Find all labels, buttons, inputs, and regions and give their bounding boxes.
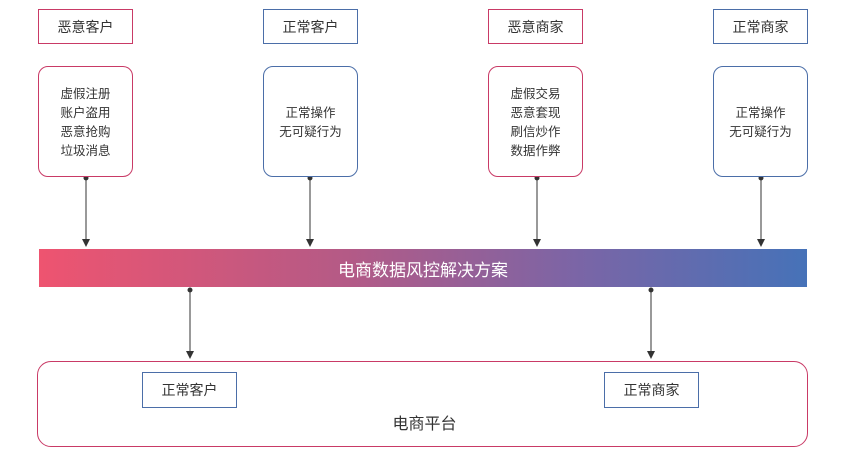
behavior-normal-customer: 正常操作 无可疑行为 — [263, 66, 358, 177]
actor-normal-merchant-label: 正常商家 — [713, 9, 808, 44]
behavior-malicious-customer: 虚假注册 账户盗用 恶意抢购 垃圾消息 — [38, 66, 133, 177]
solution-banner: 电商数据风控解决方案 — [39, 249, 807, 287]
behavior-line: 虚假注册 — [60, 85, 111, 101]
behavior-line: 刷信炒作 — [510, 123, 561, 139]
solution-label: 电商数据风控解决方案 — [338, 260, 508, 281]
actor-normal-customer-label: 正常客户 — [263, 9, 358, 44]
behavior-line: 正常操作 — [735, 104, 786, 120]
actor-malicious-merchant-label: 恶意商家 — [488, 9, 583, 44]
behavior-line: 正常操作 — [285, 104, 336, 120]
behavior-line: 账户盗用 — [60, 104, 111, 120]
platform-member-normal-customer: 正常客户 — [142, 372, 237, 408]
behavior-line: 虚假交易 — [510, 85, 561, 101]
behavior-normal-merchant: 正常操作 无可疑行为 — [713, 66, 808, 177]
behavior-line: 恶意套现 — [510, 104, 561, 120]
platform-title: 电商平台 — [392, 414, 457, 433]
behavior-line: 无可疑行为 — [729, 123, 792, 139]
behavior-line: 垃圾消息 — [60, 142, 111, 158]
behavior-line: 数据作弊 — [510, 142, 561, 158]
behavior-malicious-merchant: 虚假交易 恶意套现 刷信炒作 数据作弊 — [488, 66, 583, 177]
behavior-line: 无可疑行为 — [279, 123, 342, 139]
actor-malicious-customer-label: 恶意客户 — [38, 9, 133, 44]
platform-member-normal-merchant: 正常商家 — [604, 372, 699, 408]
behavior-line: 恶意抢购 — [60, 123, 111, 139]
